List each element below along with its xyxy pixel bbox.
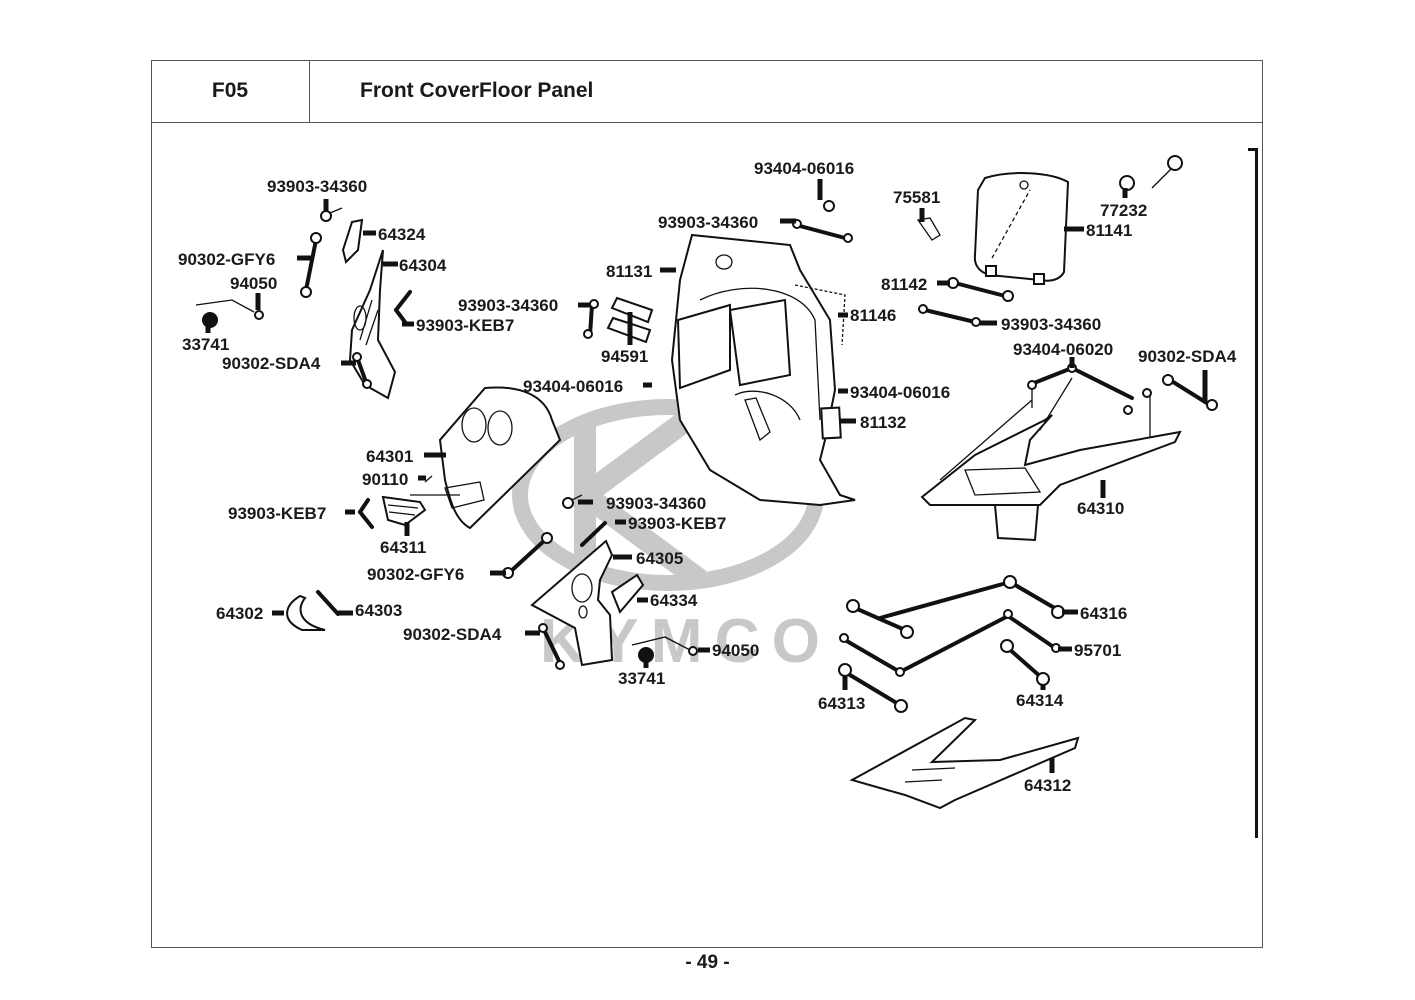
part-77232-lock-drawing	[1119, 155, 1183, 191]
watermark-k-icon	[574, 401, 707, 589]
part-93903-keb7-1	[394, 290, 412, 324]
callout-label: 93404-06016	[754, 159, 854, 178]
callout-label: 93903-KEB7	[228, 504, 326, 523]
callout-label: 94591	[601, 347, 648, 366]
callout-label: 64316	[1080, 604, 1127, 623]
callout-label: 64314	[1016, 691, 1064, 710]
callout-label: 93903-KEB7	[416, 316, 514, 335]
callout-label: 64302	[216, 604, 263, 623]
callout-label: 64310	[1077, 499, 1124, 518]
callout-label: 81141	[1086, 221, 1132, 240]
part-64310-drawing	[920, 363, 1182, 542]
callout-label: 90302-SDA4	[222, 354, 321, 373]
callout-label: 93903-34360	[267, 177, 367, 196]
part-93903-34360-screw-top	[792, 219, 853, 243]
callout-label: 64305	[636, 549, 683, 568]
part-81146-drawing	[794, 284, 846, 346]
part-81132-drawing	[820, 406, 842, 440]
callout-label: 33741	[618, 669, 665, 688]
page-title: Front CoverFloor Panel	[360, 79, 594, 102]
part-33741-94050-center	[631, 636, 698, 663]
header-frame	[151, 60, 1263, 122]
part-81141-drawing	[973, 172, 1070, 285]
part-64334-drawing	[610, 573, 645, 614]
part-81142-drawing	[947, 277, 1014, 302]
callout-label: 81131	[606, 262, 652, 281]
callout-label: 94050	[230, 274, 277, 293]
diagram-frame	[151, 122, 1263, 948]
callout-label: 90302-SDA4	[1138, 347, 1237, 366]
part-64312-drawing	[849, 716, 1080, 810]
leader-lines	[205, 179, 1208, 773]
part-64314-drawing	[1000, 639, 1050, 686]
callout-label: 64301	[366, 447, 413, 466]
callout-label: 64324	[378, 225, 426, 244]
part-90302-sda4-right	[1162, 374, 1218, 411]
callout-label: 90302-GFY6	[367, 565, 464, 584]
part-81131-drawing	[670, 233, 856, 507]
callout-label: 93903-KEB7	[628, 514, 726, 533]
callout-label: 93903-34360	[658, 213, 758, 232]
callout-label: 81142	[881, 275, 927, 294]
part-93404-06016-bolt-top	[823, 200, 835, 212]
part-90302-sda4-1	[352, 352, 372, 389]
callout-label: 33741	[182, 335, 229, 354]
part-93903-keb7-2	[358, 498, 374, 529]
callout-label: 81132	[860, 413, 906, 432]
callout-label: 64334	[650, 591, 698, 610]
callout-label: 93404-06020	[1013, 340, 1113, 359]
page-number: - 49 -	[685, 952, 730, 973]
part-75581-drawing	[916, 217, 941, 241]
part-93903-keb7-3	[580, 521, 607, 547]
part-93903-34360-screw-right	[918, 304, 981, 327]
part-90302-sda4-2	[538, 623, 565, 670]
section-code: F05	[151, 60, 310, 122]
callout-label: 64304	[399, 256, 447, 275]
callout-label: 75581	[893, 188, 940, 207]
part-93903-34360-screw-3	[562, 494, 583, 509]
callout-label: 94050	[712, 641, 759, 660]
callout-label: 90302-GFY6	[178, 250, 275, 269]
callout-label: 95701	[1074, 641, 1121, 660]
callout-label: 93404-06016	[523, 377, 623, 396]
callout-label: 93404-06016	[850, 383, 950, 402]
callout-label: 90302-SDA4	[403, 625, 502, 644]
part-90302-gfy6-2	[502, 532, 553, 579]
part-64324-drawing	[341, 218, 364, 264]
callout-label: 93903-34360	[458, 296, 558, 315]
part-64304-drawing	[348, 249, 397, 400]
callout-label: 81146	[850, 306, 896, 325]
callout-label: 93903-34360	[1001, 315, 1101, 334]
page-bracket	[1248, 148, 1258, 838]
callout-label: 64313	[818, 694, 865, 713]
part-90110-drawing	[424, 475, 433, 483]
callout-label: 77232	[1100, 201, 1147, 220]
part-95701-drawing	[839, 609, 1061, 677]
callout-label: 93903-34360	[606, 494, 706, 513]
callout-label: 64303	[355, 601, 402, 620]
part-90302-gfy6-1	[300, 232, 322, 298]
part-64305-drawing	[530, 539, 614, 667]
part-64311-drawing	[381, 495, 427, 527]
callout-label: 90110	[362, 470, 408, 489]
part-64302-64303-drawing	[286, 590, 340, 631]
callout-label: 64312	[1024, 776, 1071, 795]
callout-label: 64311	[380, 538, 426, 557]
part-64316-drawing	[846, 575, 1065, 639]
part-64301-drawing	[410, 386, 562, 530]
